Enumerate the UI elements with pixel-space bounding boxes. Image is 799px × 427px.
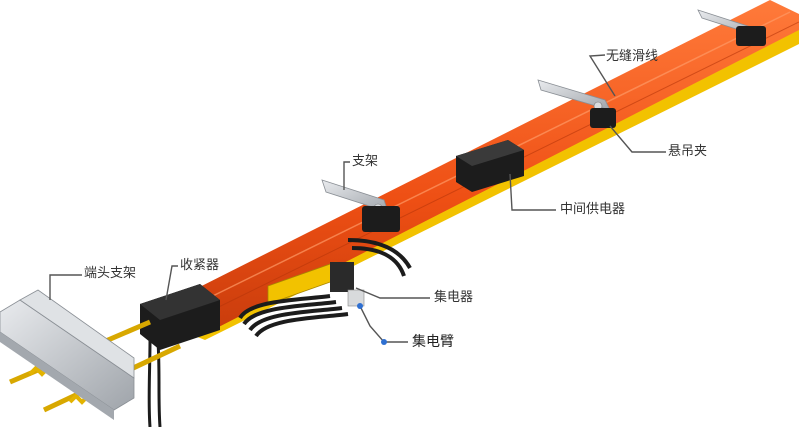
leader-tensioner xyxy=(165,265,178,301)
tensioner-block xyxy=(140,284,220,427)
label-collector-arm: 集电臂 xyxy=(412,334,454,350)
steel-bracket-icon xyxy=(321,179,400,232)
leader-middle-feeder xyxy=(509,173,556,211)
end-bracket xyxy=(0,289,135,420)
label-bracket: 支架 xyxy=(352,154,379,169)
label-middle-feeder: 中间供电器 xyxy=(560,202,626,217)
label-end-bracket: 端头支架 xyxy=(84,266,137,281)
collector-arm-pointer-dot xyxy=(381,339,387,345)
hanger-clamp-icon xyxy=(590,108,616,128)
leader-busbar xyxy=(588,54,616,97)
leader-collector-arm xyxy=(359,305,408,343)
steel-bracket-icon xyxy=(697,9,766,46)
label-busbar: 无缝滑线 xyxy=(606,49,659,64)
leader-bracket xyxy=(343,161,350,190)
leader-lines xyxy=(49,54,666,343)
collector-arm-anchor-dot xyxy=(357,303,363,309)
hanger-clamp-icon xyxy=(362,206,400,232)
feeder-box-icon xyxy=(456,140,524,192)
leader-end-bracket xyxy=(49,274,82,300)
collector-arm-plate xyxy=(347,289,365,307)
label-tensioner: 收紧器 xyxy=(180,258,220,273)
collector-trolley-icon xyxy=(238,238,412,338)
hanger-clamp-icon xyxy=(736,26,766,46)
leader-hanger-clamp xyxy=(609,125,666,153)
label-hanger-clamp: 悬吊夹 xyxy=(668,144,708,159)
steel-bracket-icon xyxy=(537,79,616,128)
label-collector: 集电器 xyxy=(434,290,474,305)
leader-collector xyxy=(355,287,430,299)
